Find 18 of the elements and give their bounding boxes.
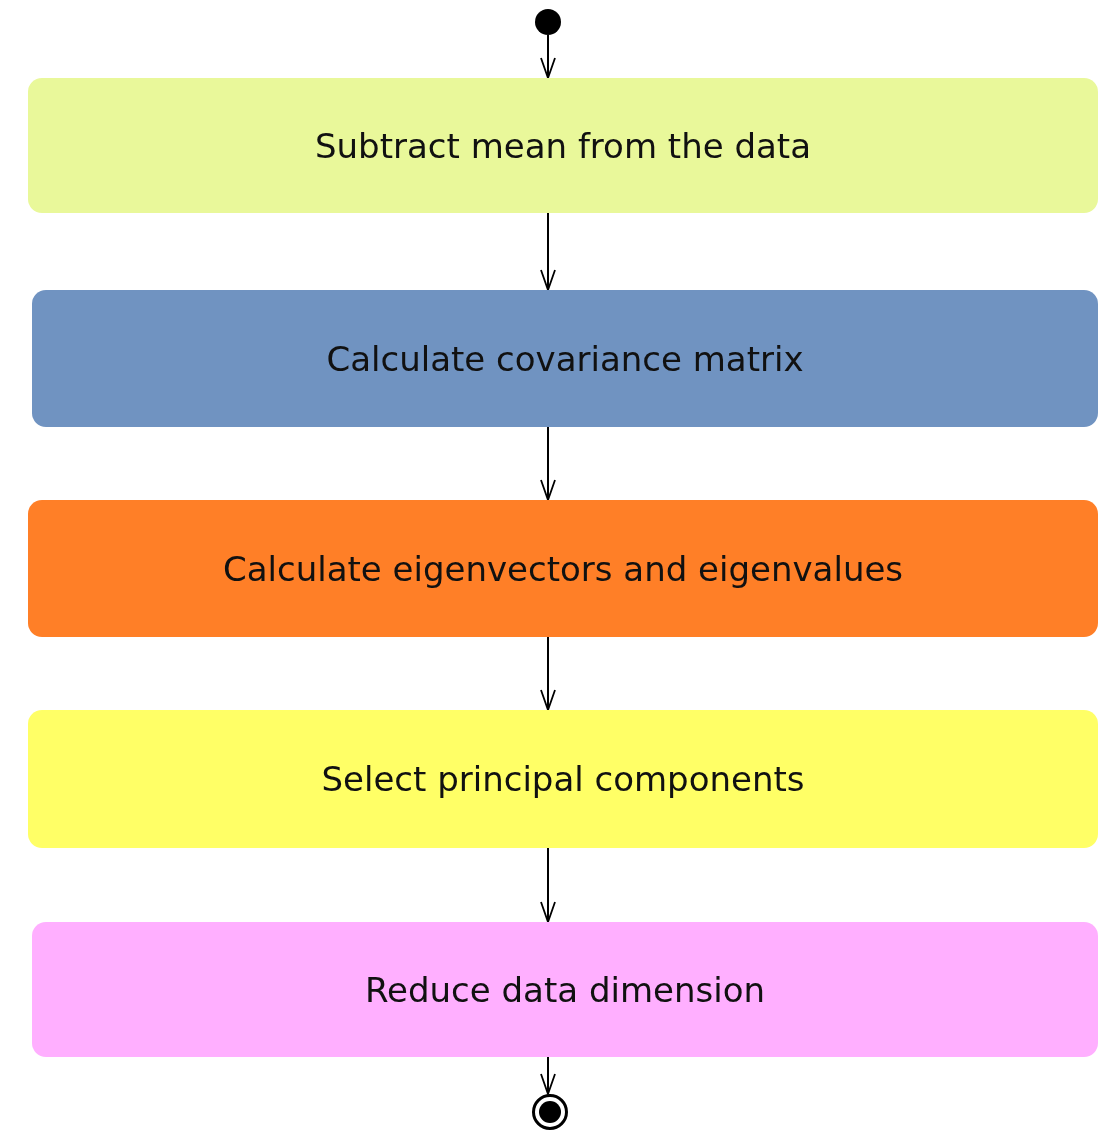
step-label: Select principal components — [321, 759, 805, 799]
step-label: Calculate covariance matrix — [326, 338, 804, 379]
start-node — [535, 9, 561, 35]
process-box — [32, 922, 1098, 1057]
process-box — [28, 500, 1098, 637]
arrow — [540, 426, 556, 501]
process-box — [28, 78, 1098, 213]
end-node — [532, 1094, 568, 1130]
arrow — [540, 34, 556, 79]
arrow — [540, 636, 556, 711]
process-box — [32, 290, 1098, 427]
step-label: Calculate eigenvectors and eigenvalues — [222, 548, 904, 589]
step-label: Subtract mean from the data — [314, 125, 811, 166]
arrow — [540, 1056, 556, 1095]
step-label: Reduce data dimension — [364, 969, 766, 1010]
arrow — [540, 212, 556, 291]
arrow — [540, 847, 556, 923]
process-box — [28, 710, 1098, 848]
